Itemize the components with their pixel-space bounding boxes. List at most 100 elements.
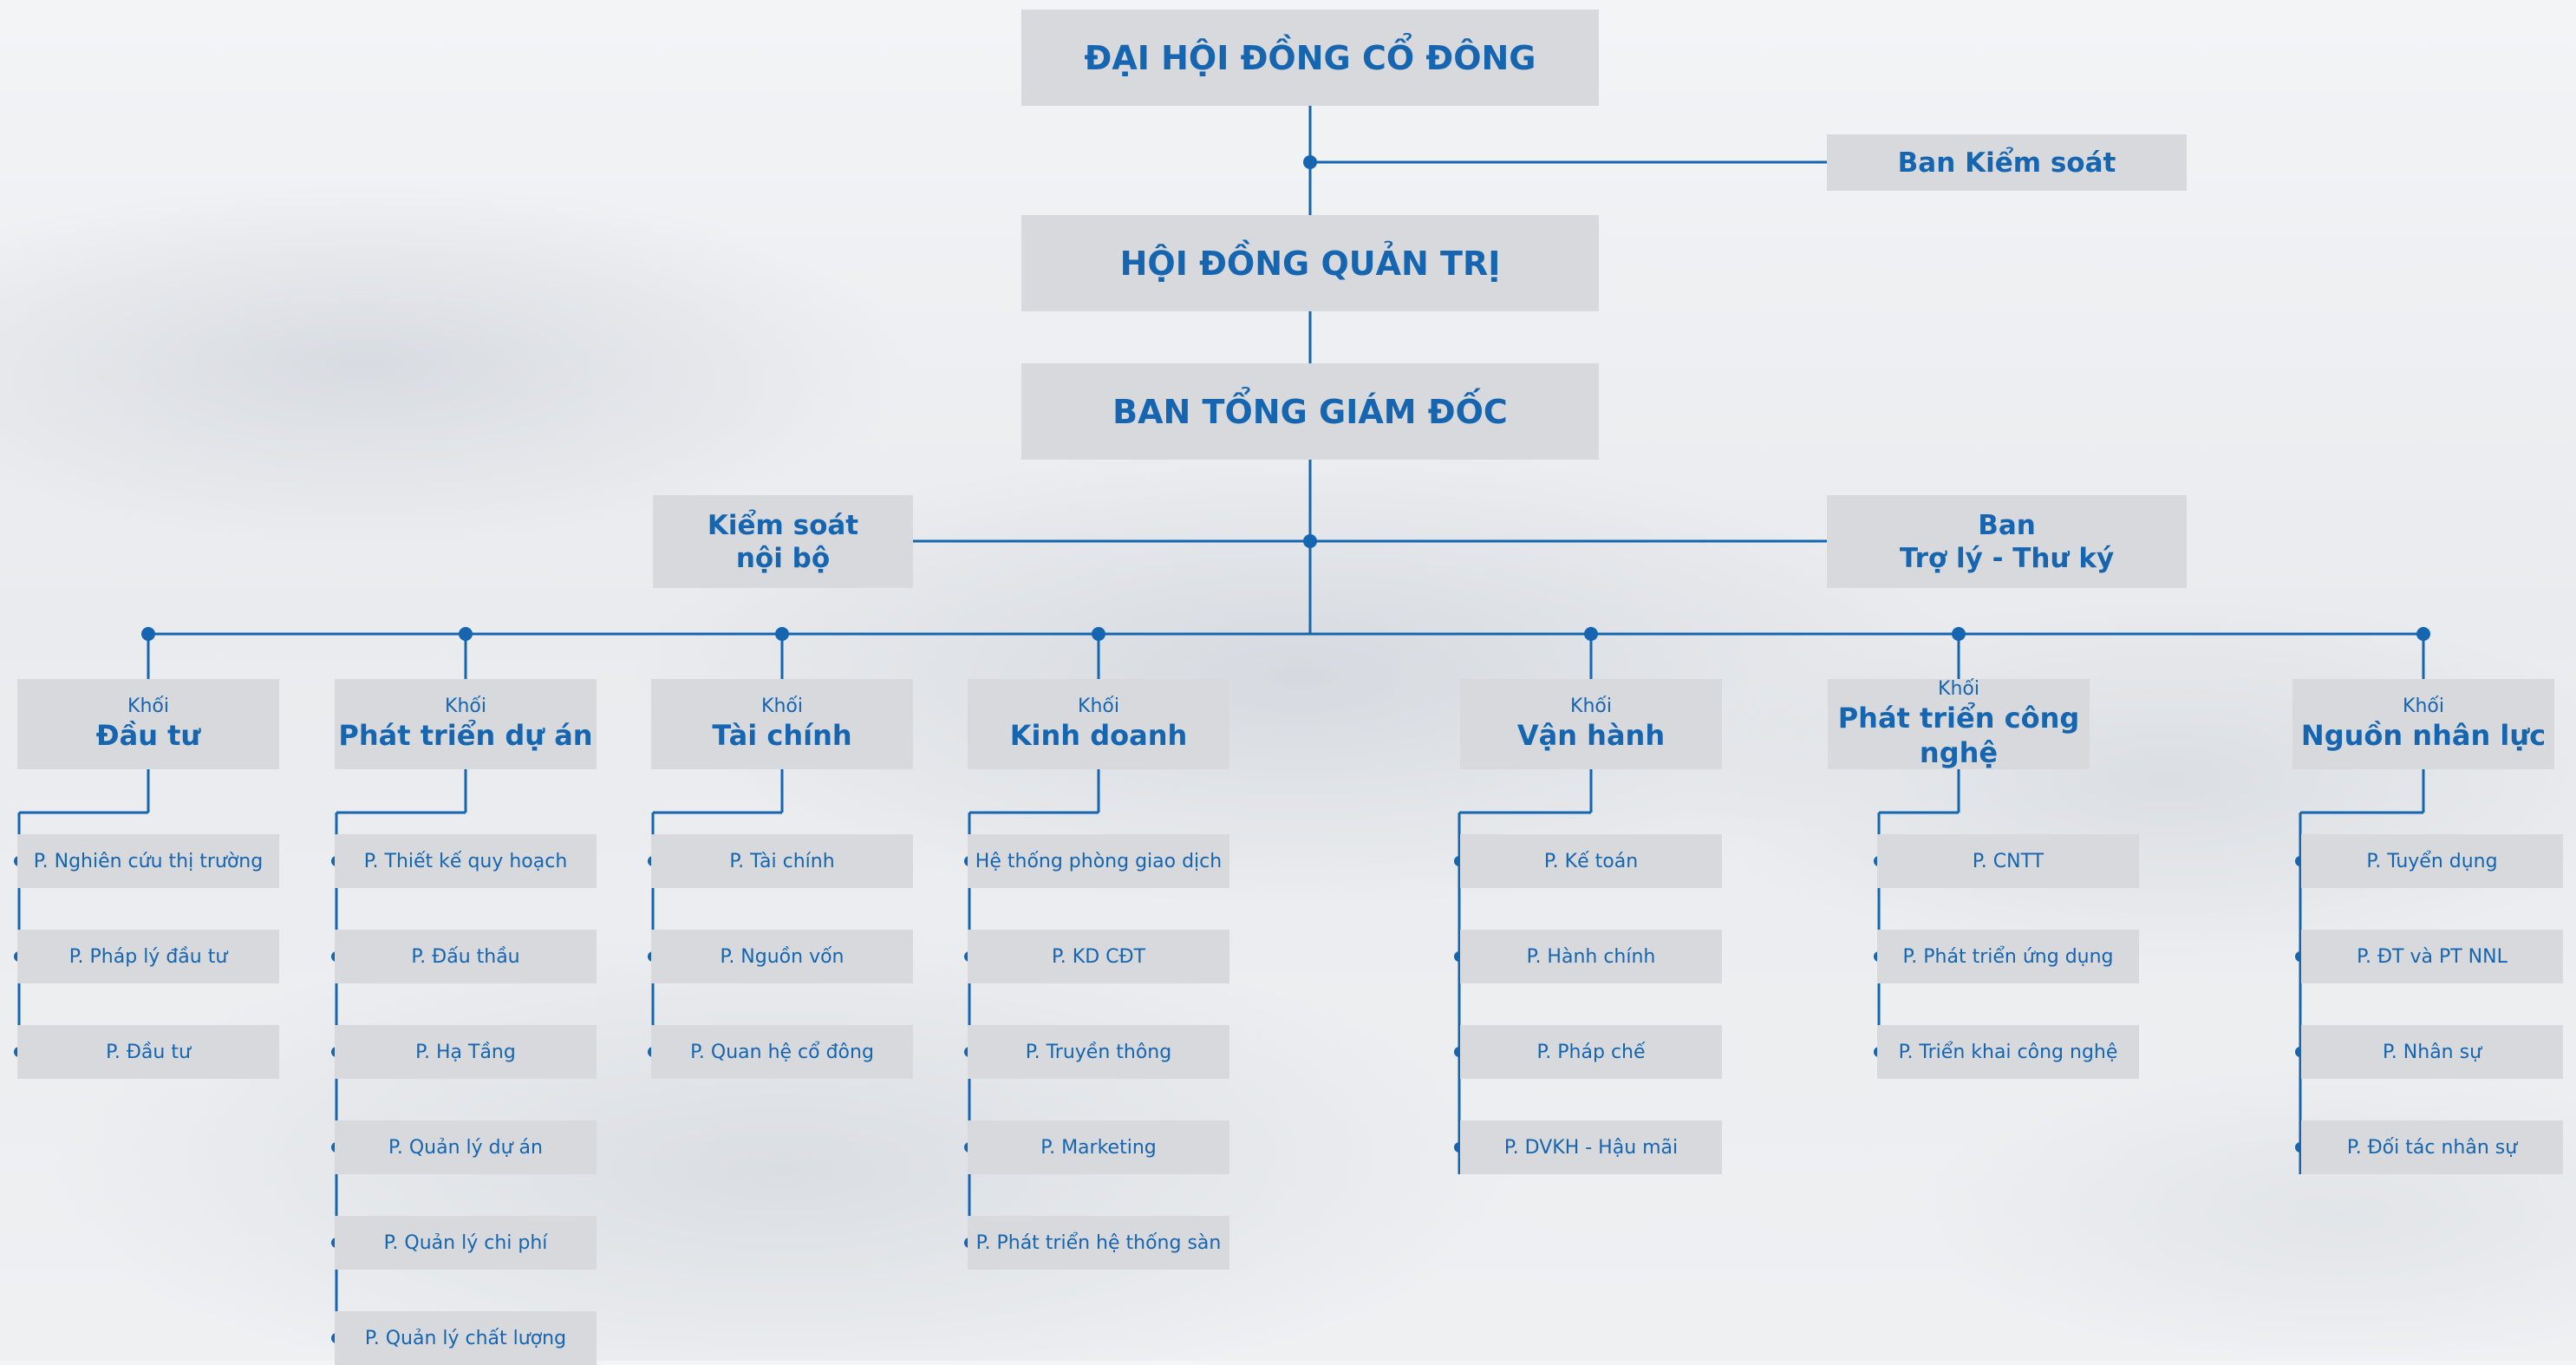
department-box: P. Thiết kế quy hoạch	[335, 834, 597, 888]
department-label: P. Marketing	[1040, 1136, 1157, 1159]
general-meeting-box: ĐẠI HỘI ĐỒNG CỔ ĐÔNG	[1021, 10, 1599, 106]
department-box: P. Nhân sự	[2301, 1025, 2563, 1079]
internal-control-label-line1: Kiểm soát	[707, 509, 859, 541]
department-label: P. Thiết kế quy hoạch	[363, 850, 568, 872]
department-label: P. Đối tác nhân sự	[2346, 1136, 2518, 1159]
executive-board-label: BAN TỔNG GIÁM ĐỐC	[1112, 392, 1508, 431]
department-label: P. KD CĐT	[1051, 945, 1146, 968]
department-box: P. Nguồn vốn	[651, 930, 913, 983]
department-box: P. Đầu tư	[17, 1025, 279, 1079]
block-name: Đầu tư	[95, 719, 201, 752]
block-name: Nguồn nhân lực	[2300, 719, 2547, 752]
junction-dot	[1584, 627, 1598, 641]
department-box: P. Hành chính	[1460, 930, 1722, 983]
junction-dot	[1303, 155, 1317, 169]
department-box: Hệ thống phòng giao dịch	[968, 834, 1229, 888]
board-of-directors-box: HỘI ĐỒNG QUẢN TRỊ	[1021, 215, 1599, 311]
department-box: P. Đối tác nhân sự	[2301, 1120, 2563, 1174]
junction-dot	[1092, 627, 1105, 641]
department-box: P. ĐT và PT NNL	[2301, 930, 2563, 983]
department-label: P. Nghiên cứu thị trường	[33, 850, 264, 872]
supervisory-board-label: Ban Kiểm soát	[1897, 147, 2116, 179]
department-label: P. Phát triển hệ thống sàn	[975, 1231, 1222, 1254]
department-label: P. Pháp lý đầu tư	[68, 945, 228, 968]
department-box: P. Triển khai công nghệ	[1877, 1025, 2139, 1079]
department-box: P. Truyền thông	[968, 1025, 1229, 1079]
block-prefix: Khối	[2403, 696, 2444, 717]
block-prefix: Khối	[1078, 696, 1119, 717]
department-box: P. DVKH - Hậu mãi	[1460, 1120, 1722, 1174]
department-box: P. Quản lý dự án	[335, 1120, 597, 1174]
department-label: P. Quản lý chi phí	[383, 1231, 548, 1254]
junction-dot	[2416, 627, 2430, 641]
department-box: P. Pháp lý đầu tư	[17, 930, 279, 983]
department-label: P. ĐT và PT NNL	[2357, 945, 2508, 968]
board-of-directors-label: HỘI ĐỒNG QUẢN TRỊ	[1119, 244, 1501, 283]
department-label: P. Đầu tư	[106, 1041, 191, 1063]
department-box: P. Quan hệ cổ đông	[651, 1025, 913, 1079]
department-label: P. Pháp chế	[1536, 1041, 1646, 1063]
department-box: P. Quản lý chi phí	[335, 1216, 597, 1270]
executive-board-box: BAN TỔNG GIÁM ĐỐC	[1021, 363, 1599, 460]
department-box: P. Quản lý chất lượng	[335, 1311, 597, 1365]
department-label: P. Nhân sự	[2382, 1041, 2482, 1063]
department-label: P. Nguồn vốn	[720, 945, 845, 968]
block-prefix: Khối	[1938, 678, 1979, 700]
general-meeting-label: ĐẠI HỘI ĐỒNG CỔ ĐÔNG	[1084, 38, 1536, 77]
department-box: P. Hạ Tầng	[335, 1025, 597, 1079]
department-label: P. Tài chính	[729, 850, 835, 872]
department-label: P. Kế toán	[1543, 850, 1639, 872]
department-box: P. Tuyển dụng	[2301, 834, 2563, 888]
department-label: P. Tuyển dụng	[2366, 850, 2498, 872]
department-label: P. Quan hệ cổ đông	[690, 1041, 874, 1063]
department-label: P. DVKH - Hậu mãi	[1503, 1136, 1679, 1159]
department-box: P. Pháp chế	[1460, 1025, 1722, 1079]
assistant-secretary-label-line1: Ban	[1978, 509, 2036, 541]
block-name: Phát triển công nghệ	[1837, 702, 2080, 769]
block-prefix: Khối	[1570, 696, 1612, 717]
department-box: P. Phát triển hệ thống sàn	[968, 1216, 1229, 1270]
department-label: P. Quản lý dự án	[388, 1136, 543, 1159]
block-name: Tài chính	[712, 719, 852, 752]
supervisory-board-box: Ban Kiểm soát	[1827, 134, 2187, 191]
department-label: P. Triển khai công nghệ	[1898, 1041, 2118, 1063]
block-prefix: Khối	[761, 696, 803, 717]
department-label: P. Đấu thầu	[411, 945, 520, 968]
department-label: P. CNTT	[1972, 850, 2044, 872]
internal-control-label-line2: nội bộ	[735, 542, 831, 574]
assistant-secretary-label-line2: Trợ lý - Thư ký	[1899, 542, 2115, 574]
department-label: Hệ thống phòng giao dịch	[975, 850, 1223, 872]
department-label: P. Quản lý chất lượng	[364, 1327, 567, 1349]
block-name: Phát triển dự án	[338, 719, 593, 752]
department-label: P. Hành chính	[1526, 945, 1656, 968]
department-box: P. Marketing	[968, 1120, 1229, 1174]
junction-dot	[1952, 627, 1966, 641]
block-name: Kinh doanh	[1009, 719, 1188, 752]
department-box: P. Kế toán	[1460, 834, 1722, 888]
junction-dot	[1303, 534, 1317, 548]
internal-control-box: Kiểm soát nội bộ	[653, 495, 913, 588]
department-box: P. Tài chính	[651, 834, 913, 888]
department-box: P. CNTT	[1877, 834, 2139, 888]
junction-dot	[775, 627, 789, 641]
department-box: P. Nghiên cứu thị trường	[17, 834, 279, 888]
block-prefix: Khối	[127, 696, 169, 717]
junction-dot	[141, 627, 155, 641]
department-label: P. Hạ Tầng	[415, 1041, 516, 1063]
department-box: P. KD CĐT	[968, 930, 1229, 983]
assistant-secretary-box: Ban Trợ lý - Thư ký	[1827, 495, 2187, 588]
department-box: P. Phát triển ứng dụng	[1877, 930, 2139, 983]
block-name: Vận hành	[1516, 719, 1666, 752]
department-box: P. Đấu thầu	[335, 930, 597, 983]
block-prefix: Khối	[445, 696, 486, 717]
department-label: P. Truyền thông	[1025, 1041, 1172, 1063]
junction-dot	[459, 627, 473, 641]
department-label: P. Phát triển ứng dụng	[1902, 945, 2114, 968]
